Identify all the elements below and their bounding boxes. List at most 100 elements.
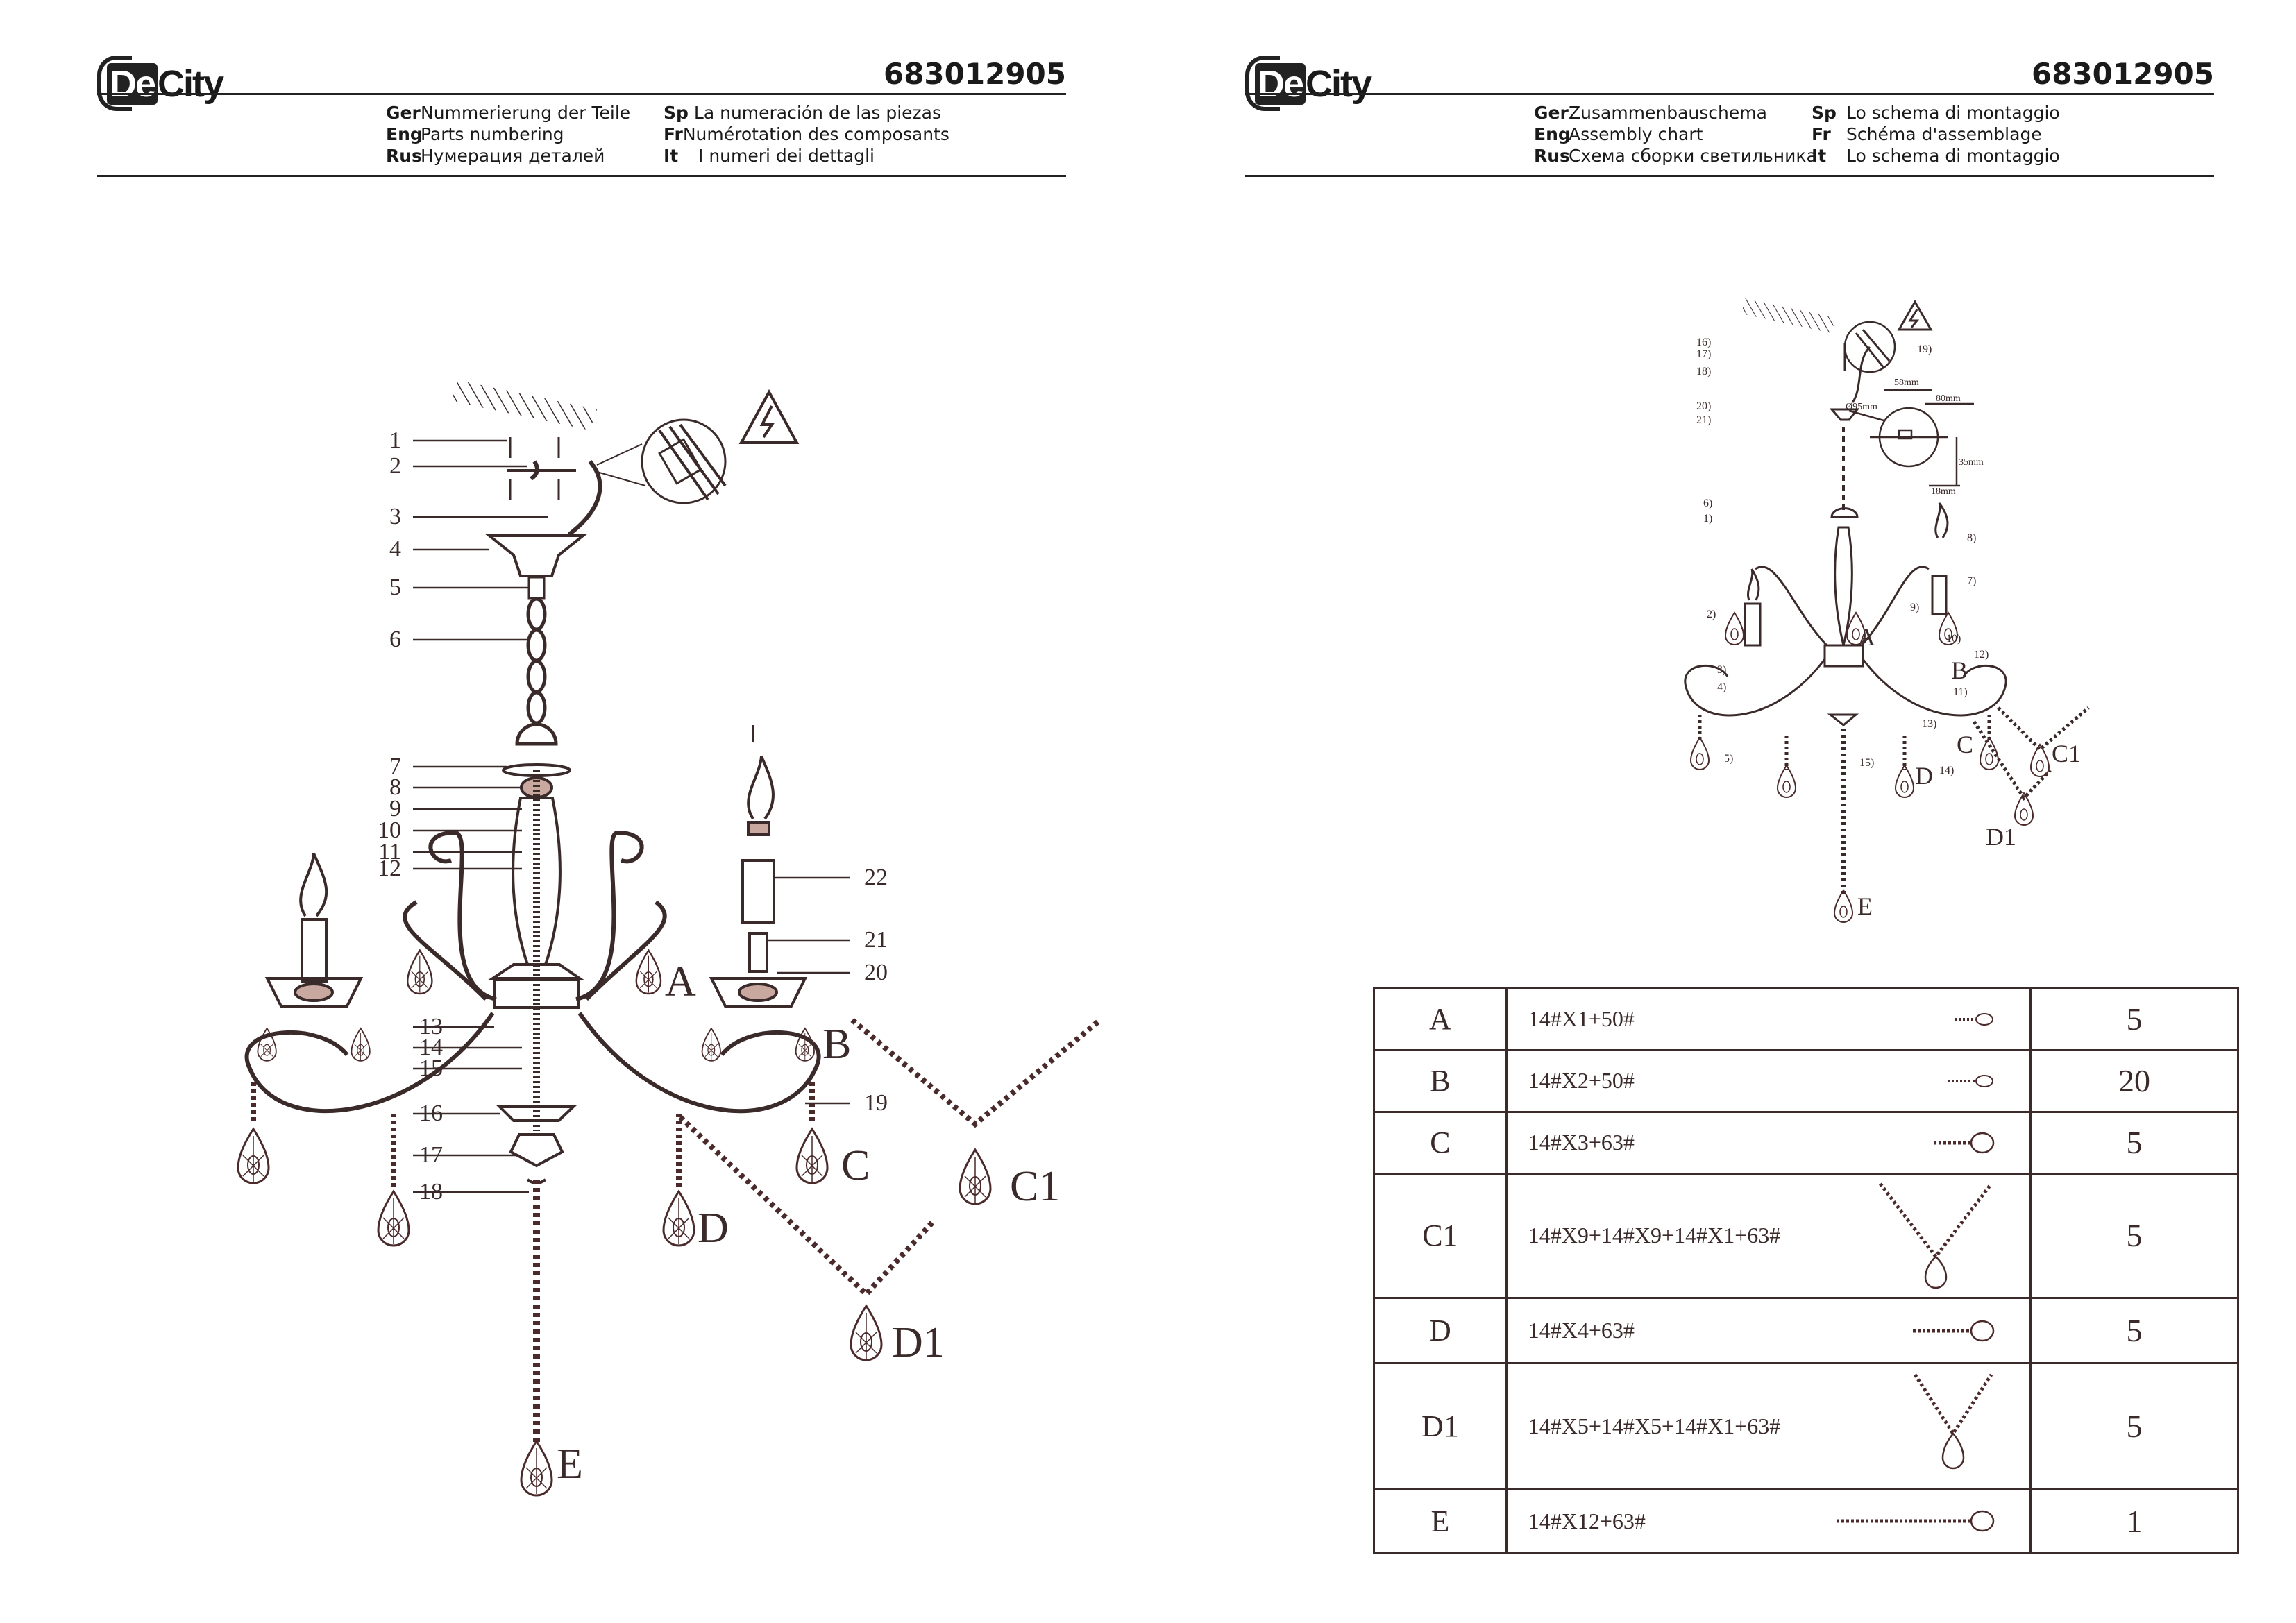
header-rule-bottom [97, 175, 1066, 177]
row-code: 14#X2+50# [1528, 1068, 1635, 1094]
lang-code: Fr [664, 124, 683, 144]
logo-de: De [1255, 63, 1306, 105]
part-number: 8 [389, 774, 401, 800]
lang-code: Sp [1812, 103, 1837, 123]
candle-right [709, 725, 808, 1008]
logo-mark-icon [1245, 56, 1280, 111]
row-label: D1 [1373, 1362, 1508, 1491]
lang-code: Sp [664, 103, 689, 123]
pendant-label-c: C [1957, 731, 1973, 758]
lang-title: Nummerierung der Teile [421, 103, 631, 123]
document-number: 683012905 [2031, 57, 2214, 91]
logo-mark-icon [97, 56, 132, 111]
table-row: D 14#X4+63# 5 [1373, 1297, 2239, 1365]
callout: 13) [1922, 718, 1936, 730]
row-qty: 5 [2029, 1297, 2239, 1365]
callout: 8) [1967, 532, 1976, 544]
pendant-c1-garland [850, 1017, 1102, 1205]
pendant-parts-table: A 14#X1+50# 5 B 14#X2+50# 20 C 14#X3+63#… [1373, 987, 2239, 1554]
callout: 16) [1696, 337, 1711, 348]
pendant-label-e: E [557, 1441, 583, 1488]
row-code: 14#X9+14#X9+14#X1+63# [1528, 1223, 1781, 1248]
pendant-label-c1: C1 [2052, 740, 2081, 767]
lang-code: It [664, 146, 679, 166]
brand-logo: DeCity [1245, 56, 1384, 118]
row-qty: 5 [2029, 1362, 2239, 1491]
callout: 7) [1967, 575, 1976, 587]
row-code: 14#X12+63# [1528, 1508, 1646, 1533]
callout: 14) [1939, 765, 1954, 776]
lang-title: Parts numbering [421, 124, 564, 144]
lang-code: Ger [386, 103, 421, 123]
row-label: C [1373, 1110, 1508, 1175]
callout: 21) [1696, 414, 1711, 426]
lang-title: Assembly chart [1569, 124, 1703, 144]
parts-numbering-diagram: 1 2 3 4 5 6 7 8 9 10 11 12 13 14 15 16 1… [237, 380, 1102, 1497]
lang-code: Rus [1534, 146, 1570, 166]
dimension-label: 35mm [1959, 457, 1984, 468]
lang-code: It [1812, 146, 1827, 166]
row-qty: 1 [2029, 1488, 2239, 1554]
table-row: A 14#X1+50# 5 [1373, 987, 2239, 1051]
drop-chain-icon [1913, 1320, 1995, 1342]
header-rule-bottom [1245, 175, 2214, 177]
logo-city: City [1306, 63, 1372, 105]
electric-warning-icon [1897, 299, 1933, 331]
dimension-label: 80mm [1936, 393, 1961, 404]
part-number: 3 [389, 504, 401, 529]
dimension-label: 18mm [1931, 486, 1956, 497]
ceiling-mount [1741, 298, 1835, 333]
part-number: 4 [389, 536, 401, 562]
part-number: 15 [419, 1055, 443, 1081]
pendant-label-e: E [1857, 892, 1873, 920]
row-qty: 5 [2029, 987, 2239, 1051]
row-label: E [1373, 1488, 1508, 1554]
drop-icon [1934, 1132, 1995, 1153]
row-label: C1 [1373, 1172, 1508, 1300]
v-garland-icon [1879, 1182, 1993, 1289]
part-number: 1 [389, 427, 401, 453]
callout: 9) [1910, 602, 1919, 613]
callout: 11) [1953, 686, 1968, 698]
lang-title: Zusammenbauschema [1569, 103, 1767, 123]
lang-title: Schéma d'assemblage [1846, 124, 2042, 144]
dimension-label: Ø95mm [1846, 402, 1877, 412]
v-garland-small-icon [1913, 1373, 1993, 1469]
part-number: 14 [419, 1035, 443, 1060]
wiring-detail [596, 418, 727, 504]
pendant-label-c1: C1 [1010, 1163, 1060, 1210]
table-row: C 14#X3+63# 5 [1373, 1110, 2239, 1175]
part-number: 10 [378, 817, 401, 843]
lang-title: Lo schema di montaggio [1846, 103, 2060, 123]
callout: 1) [1703, 513, 1712, 525]
row-qty: 20 [2029, 1048, 2239, 1113]
row-code: 14#X3+63# [1528, 1130, 1635, 1155]
lang-title: Numérotation des composants [682, 124, 949, 144]
table-row: B 14#X2+50# 20 [1373, 1048, 2239, 1113]
part-number: 12 [378, 856, 401, 881]
table-row: D1 14#X5+14#X5+14#X1+63# 5 [1373, 1362, 2239, 1491]
logo-de: De [107, 63, 158, 105]
dimension-labels: Ø95mm 58mm 80mm 35mm 18mm [1846, 377, 1984, 497]
brand-logo: DeCity [97, 56, 236, 118]
chain [515, 597, 558, 746]
canopy [485, 534, 587, 600]
candle-left [264, 853, 364, 1008]
callout: 12) [1974, 649, 1989, 661]
lang-code: Ger [1534, 103, 1569, 123]
pendant-d1-garland [678, 1115, 936, 1361]
pendant-labels: A B C C1 D D1 E [557, 958, 1060, 1488]
pendant-label-d: D [698, 1205, 729, 1252]
document-number: 683012905 [883, 57, 1066, 91]
callout: 5) [1724, 753, 1733, 765]
dimension-label: 58mm [1894, 377, 1919, 388]
pendant-label-d1: D1 [1986, 823, 2016, 851]
part-number: 9 [389, 796, 401, 822]
part-number: 18 [419, 1179, 443, 1205]
callout: 6) [1703, 498, 1712, 509]
lang-title: La numeración de las piezas [693, 103, 941, 123]
pendant-label-c: C [841, 1142, 870, 1189]
row-code: 14#X5+14#X5+14#X1+63# [1528, 1413, 1781, 1439]
